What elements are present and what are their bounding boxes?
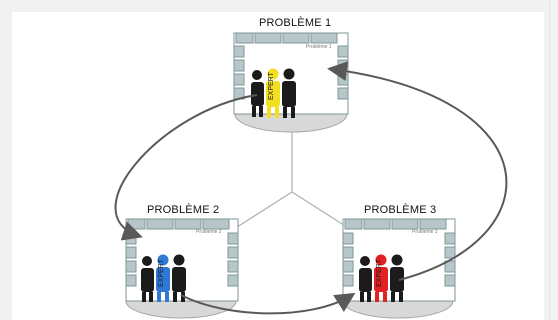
problem-1-expert-label: EXPERT [268, 72, 275, 100]
rotation-arrows [114, 61, 508, 315]
problem-3-expert-label: EXPERT [376, 259, 383, 287]
curved-arrow-icon [180, 292, 356, 315]
problem-2-expert-label: EXPERT [158, 259, 165, 287]
person-icon [251, 70, 264, 117]
center-connector [233, 125, 351, 230]
person-icon [359, 256, 372, 302]
expert-person-icon [266, 68, 280, 118]
scrollbar[interactable] [549, 0, 558, 320]
person-icon [282, 68, 296, 118]
expert-person-icon [374, 254, 388, 302]
problem-3-group [342, 218, 456, 319]
problem-1-title: PROBLÈME 1 [259, 17, 332, 29]
problem-2-title: PROBLÈME 2 [147, 204, 220, 216]
person-icon [390, 254, 404, 302]
problem-3-title: PROBLÈME 3 [364, 204, 437, 216]
person-icon [141, 256, 154, 302]
problem-2-group [125, 218, 239, 319]
curved-arrow-icon [114, 94, 258, 241]
problem-1-people [251, 68, 296, 118]
expert-person-icon [156, 254, 170, 302]
problem-1-small-label: Problème 1 [306, 44, 332, 50]
problem-3-people [359, 254, 404, 302]
problem-2-small-label: Problème 2 [196, 229, 222, 235]
curved-arrow-icon [327, 61, 508, 281]
problem-3-small-label: Problème 3 [412, 229, 438, 235]
